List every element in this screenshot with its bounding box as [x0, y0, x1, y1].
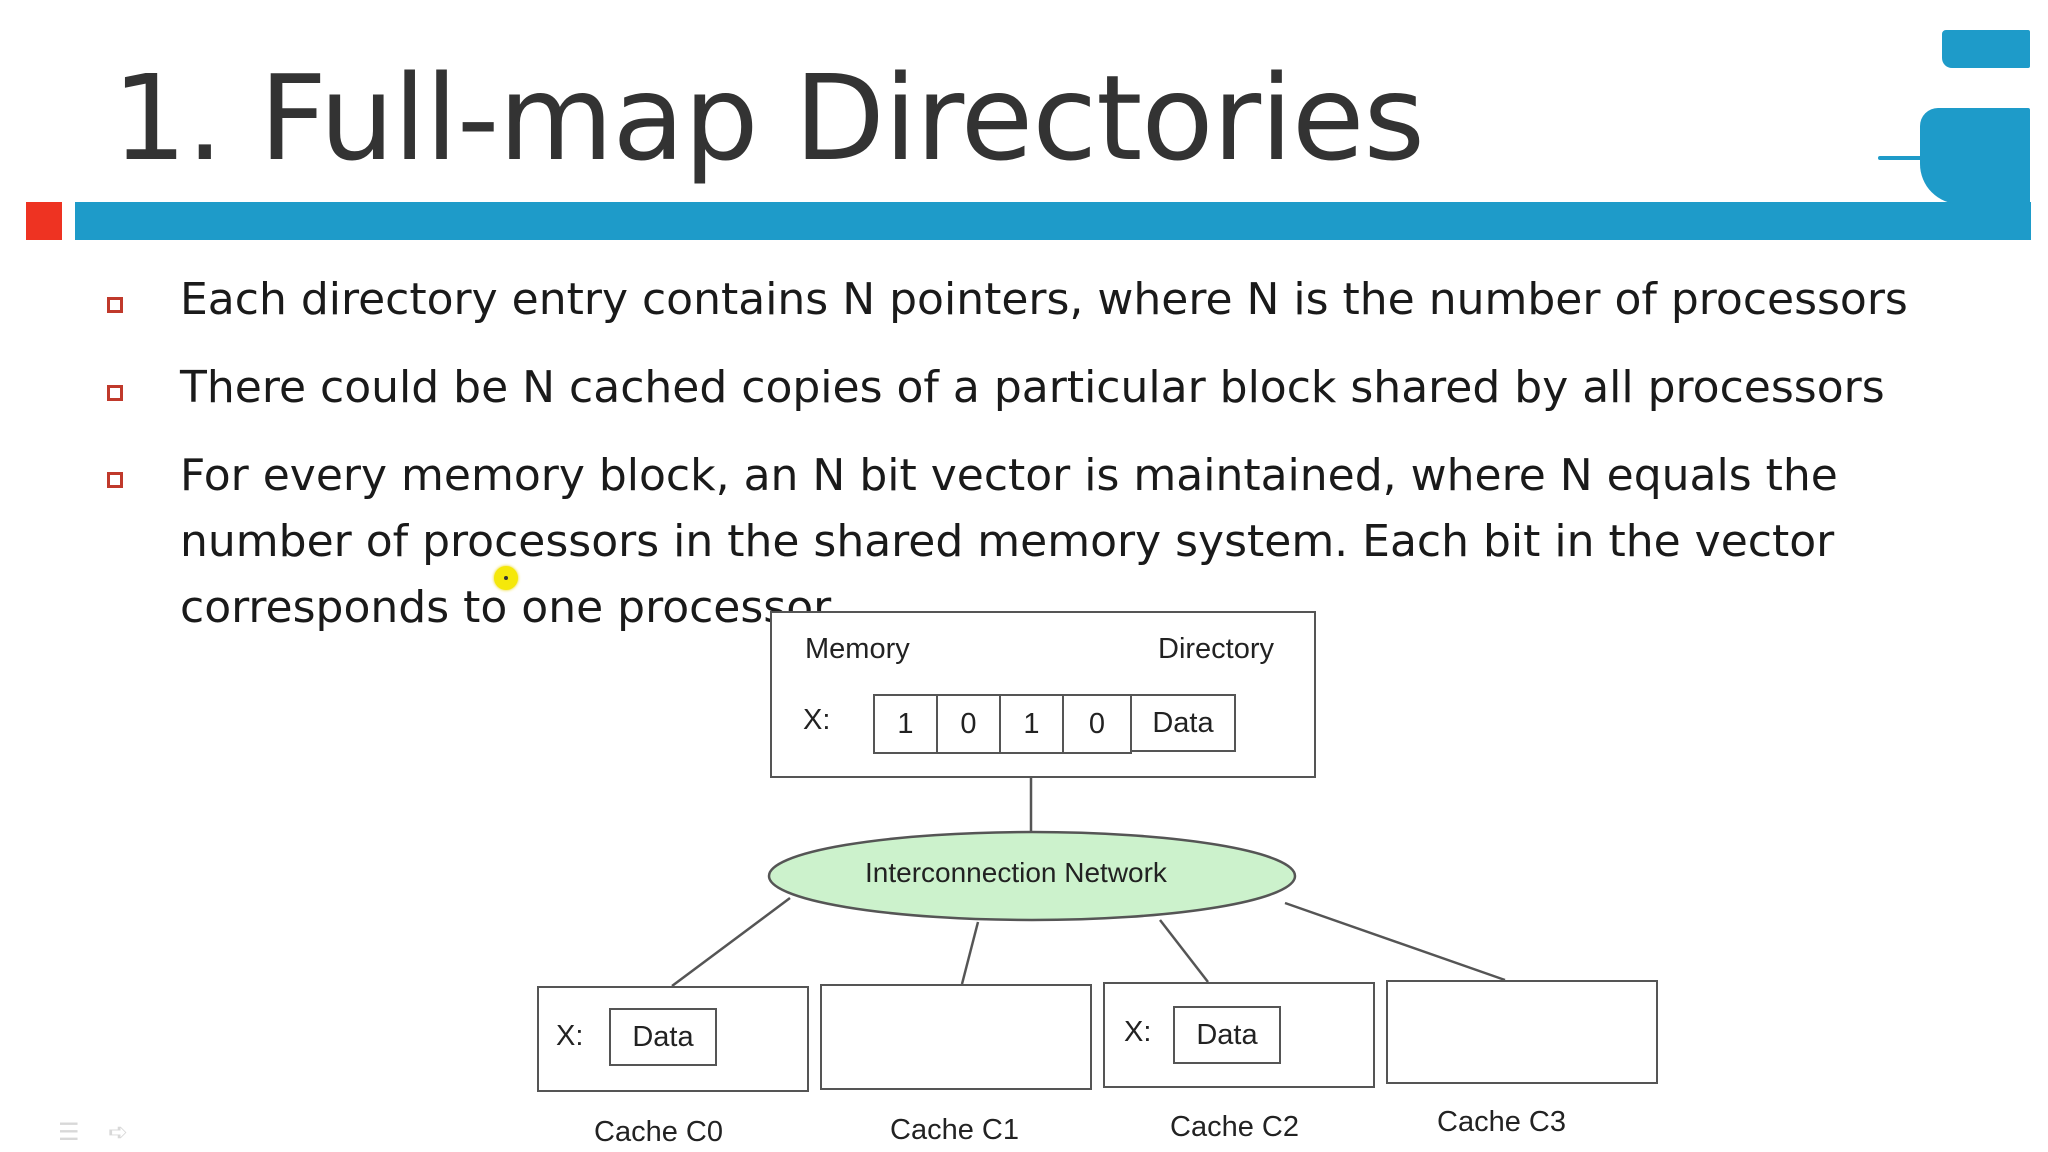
- directory-label: Directory: [1158, 633, 1275, 665]
- cache-c0-label: Cache C0: [594, 1116, 723, 1148]
- cache-c1-label: Cache C1: [890, 1114, 1019, 1146]
- presence-bit: 1: [873, 694, 938, 754]
- cache-c0-x-label: X:: [556, 1020, 584, 1052]
- block-x-label: X:: [803, 704, 831, 736]
- accent-square: [26, 202, 62, 240]
- cache-c0-data-cell: Data: [609, 1008, 717, 1066]
- brush-stroke-decoration: [1942, 30, 2030, 68]
- cache-c3-box: [1386, 980, 1658, 1084]
- cache-c3-label: Cache C3: [1437, 1106, 1566, 1138]
- interconnection-network-node: [767, 830, 1297, 922]
- network-c1-link: [960, 921, 980, 985]
- network-c2-link: [1159, 919, 1209, 983]
- brush-stroke-decoration: [1878, 156, 1948, 160]
- bullet-item: For every memory block, an N bit vector …: [180, 450, 1838, 633]
- title-underline-bar: [75, 202, 2031, 240]
- bullet-marker-icon: [107, 472, 123, 488]
- cache-c2-data-cell: Data: [1173, 1006, 1281, 1064]
- bullet-item: Each directory entry contains N pointers…: [180, 274, 1908, 325]
- cache-c2-x-label: X:: [1124, 1016, 1152, 1048]
- presence-bit: 0: [936, 694, 1001, 754]
- network-c3-link: [1284, 901, 1506, 982]
- bullet-item: There could be N cached copies of a part…: [180, 362, 1885, 413]
- network-c0-link: [671, 896, 791, 988]
- presence-bit: 1: [999, 694, 1064, 754]
- forward-arrow-icon[interactable]: ➪: [108, 1118, 129, 1146]
- menu-icon[interactable]: ☰: [58, 1118, 80, 1146]
- slide-title: 1. Full-map Directories: [112, 49, 1425, 187]
- memory-data-cell: Data: [1130, 694, 1236, 752]
- pointer-highlight-icon: [494, 566, 518, 590]
- bullet-marker-icon: [107, 385, 123, 401]
- cache-c2-label: Cache C2: [1170, 1111, 1299, 1143]
- cache-c1-box: [820, 984, 1092, 1090]
- network-label: Interconnection Network: [865, 857, 1167, 888]
- presence-bit: 0: [1062, 694, 1132, 754]
- bullet-marker-icon: [107, 297, 123, 313]
- memory-label: Memory: [805, 633, 910, 665]
